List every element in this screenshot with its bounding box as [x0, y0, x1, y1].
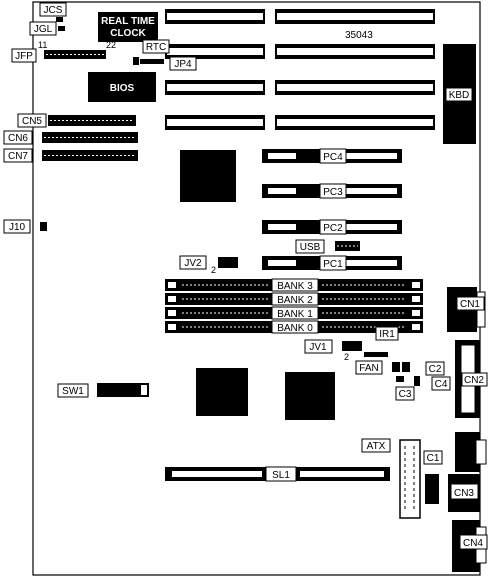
ir1-label: IR1 [379, 329, 395, 340]
jp4-label: JP4 [174, 59, 192, 70]
pci-slot-2 [262, 219, 402, 235]
jgl-jumper [58, 26, 65, 31]
jv1-header [342, 341, 362, 351]
chip-lower-left [196, 368, 248, 416]
c1-label: C1 [427, 453, 440, 464]
isa-slots-right [275, 9, 435, 130]
atx-power-connector [399, 439, 421, 519]
pc3-label: PC3 [323, 187, 343, 198]
jv2-label: JV2 [184, 258, 202, 269]
cn6-label: CN6 [8, 133, 28, 144]
memory-bank-0 [165, 320, 423, 334]
c2-label: C2 [429, 364, 442, 375]
c2-header [402, 362, 410, 372]
jp4-jumper [133, 57, 139, 65]
cn5-label: CN5 [22, 116, 42, 127]
isa-slots-left [165, 9, 265, 130]
rtc-battery-header [140, 59, 164, 64]
pci-slot-1 [262, 255, 402, 271]
jv1-pin: 2 [344, 352, 349, 362]
bios-chip [88, 72, 156, 102]
memory-bank-3 [165, 278, 423, 292]
chipset-upper [180, 150, 236, 202]
cn3-label: CN3 [454, 488, 474, 499]
j10-header [40, 222, 47, 231]
jfp-pin-left: 11 [38, 40, 47, 50]
jcs-jumper [56, 17, 63, 22]
sw1-dip-switch [97, 383, 149, 397]
c4-header [414, 376, 420, 386]
atx-label: ATX [367, 441, 386, 452]
usb-label: USB [300, 242, 321, 253]
pc1-label: PC1 [323, 259, 343, 270]
bank0-label: BANK 0 [277, 323, 313, 334]
rtc-label: RTC [146, 42, 166, 53]
pci-slot-4 [262, 148, 402, 164]
pc4-label: PC4 [323, 152, 343, 163]
jfp-pin-right: 22 [106, 40, 116, 50]
sl1-label: SL1 [272, 470, 290, 481]
rtc-chip [98, 12, 158, 42]
jcs-label: JCS [44, 5, 63, 16]
kbd-label: KBD [449, 90, 470, 101]
chip-lower-right [285, 372, 335, 420]
jgl-label: JGL [34, 24, 53, 35]
j10-label: J10 [9, 222, 26, 233]
model-number: 35043 [345, 30, 373, 41]
c3-label: C3 [399, 389, 412, 400]
c3-header [396, 376, 404, 382]
jv2-pin: 2 [211, 265, 216, 275]
bios-chip-label: BIOS [110, 83, 135, 94]
pci-slot-3 [262, 183, 402, 199]
ir1-header [364, 352, 388, 357]
cn2-label: CN2 [464, 375, 484, 386]
jv1-label: JV1 [309, 342, 327, 353]
cn4-label: CN4 [463, 538, 483, 549]
rtc-chip-line1: REAL TIME [101, 16, 155, 27]
usb-header [335, 241, 360, 251]
sl1-slot [165, 466, 390, 482]
pc2-label: PC2 [323, 223, 343, 234]
sw1-label: SW1 [62, 386, 84, 397]
rtc-chip-line2: CLOCK [110, 28, 146, 39]
cn7-label: CN7 [8, 151, 28, 162]
bank1-label: BANK 1 [277, 309, 313, 320]
memory-bank-1 [165, 306, 423, 320]
fan-header [392, 362, 400, 372]
bank3-label: BANK 3 [277, 281, 313, 292]
cn1-label: CN1 [460, 299, 480, 310]
bank2-label: BANK 2 [277, 295, 313, 306]
memory-bank-2 [165, 292, 423, 306]
c4-label: C4 [435, 379, 448, 390]
c1-header [425, 474, 439, 504]
fan-label: FAN [359, 363, 378, 374]
jv2-header [218, 257, 238, 268]
jfp-label: JFP [15, 51, 33, 62]
